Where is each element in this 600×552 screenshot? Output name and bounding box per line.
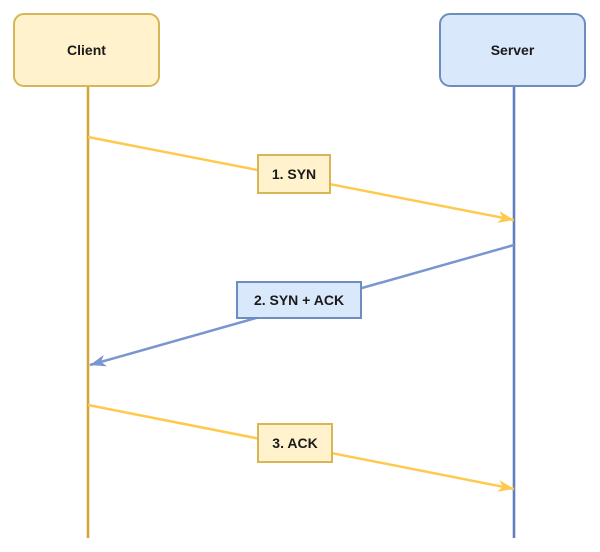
- synack-label: 2. SYN + ACK: [254, 292, 344, 308]
- syn-label: 1. SYN: [272, 166, 316, 182]
- syn-label-box: [257, 154, 331, 194]
- synack-label-box: [236, 281, 362, 319]
- ack-label-box: [257, 423, 333, 463]
- client-actor-box: [13, 13, 160, 87]
- server-actor-box: [439, 13, 586, 87]
- client-actor-label: Client: [67, 42, 106, 58]
- server-actor-label: Server: [491, 42, 535, 58]
- ack-label: 3. ACK: [272, 435, 317, 451]
